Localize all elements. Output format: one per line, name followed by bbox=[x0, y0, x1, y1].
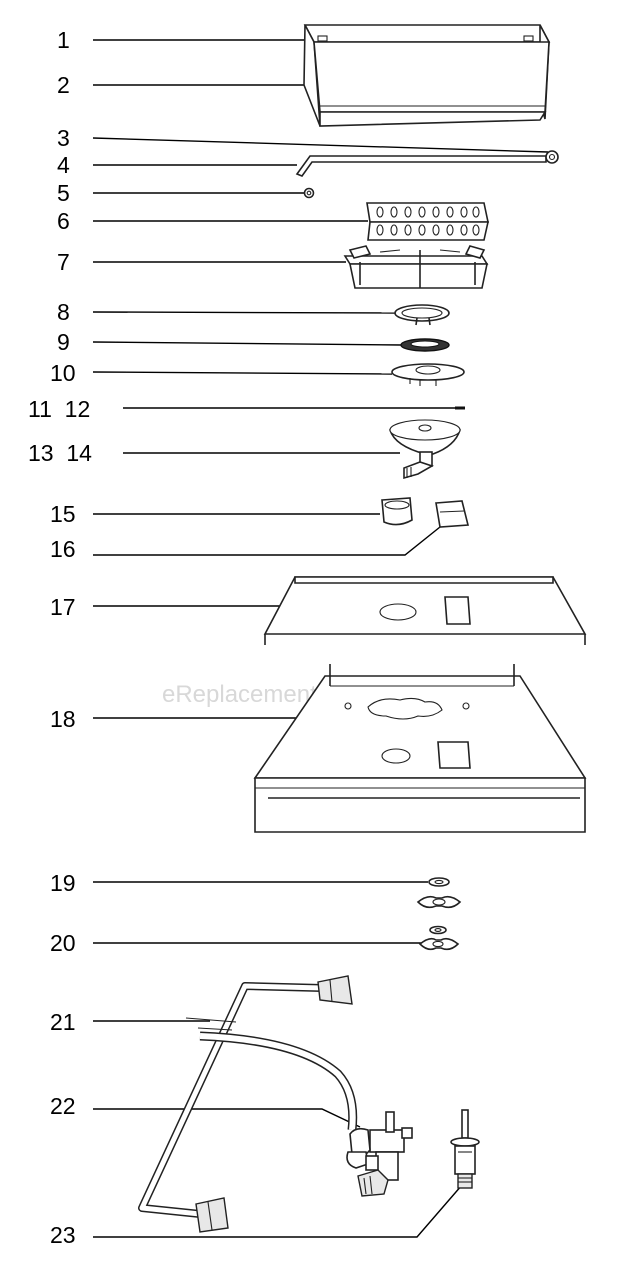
part-ring-cap bbox=[394, 304, 450, 326]
callout-19: 19 bbox=[50, 870, 76, 896]
part-small-bracket bbox=[435, 500, 470, 528]
part-burner-housing bbox=[253, 664, 587, 833]
callout-21: 21 bbox=[50, 1009, 76, 1035]
callout-20: 20 bbox=[50, 930, 76, 956]
part-rod bbox=[295, 150, 559, 177]
callout-7: 7 bbox=[57, 249, 70, 275]
leader-lines bbox=[92, 39, 549, 1238]
part-washer-wingnut-20 bbox=[418, 925, 460, 951]
callout-3: 3 bbox=[57, 125, 70, 151]
callout-22: 22 bbox=[50, 1093, 76, 1119]
callout-23: 23 bbox=[50, 1222, 76, 1248]
part-burner-plate bbox=[391, 363, 465, 386]
callout-2: 2 bbox=[57, 72, 70, 98]
part-hose-valve bbox=[199, 1031, 413, 1197]
callout-4: 4 bbox=[57, 152, 70, 178]
callout-15: 15 bbox=[50, 501, 76, 527]
callout-13-14: 13 14 bbox=[28, 440, 92, 466]
part-perforated-grate bbox=[366, 202, 489, 241]
callout-18: 18 bbox=[50, 706, 76, 732]
part-igniter bbox=[450, 1109, 480, 1189]
callout-8: 8 bbox=[57, 299, 70, 325]
part-burner-bowl bbox=[389, 419, 461, 480]
part-gas-tube bbox=[138, 975, 353, 1233]
leader-8 bbox=[92, 311, 398, 314]
callout-1: 1 bbox=[57, 27, 70, 53]
part-gasket bbox=[400, 338, 450, 352]
leader-23 bbox=[93, 1184, 463, 1238]
leader-10 bbox=[92, 371, 393, 375]
callout-11-12: 11 12 bbox=[28, 396, 90, 422]
part-pot-support bbox=[343, 245, 489, 289]
callout-17: 17 bbox=[50, 594, 76, 620]
part-clip bbox=[381, 497, 413, 526]
callout-6: 6 bbox=[57, 208, 70, 234]
part-small-nut bbox=[303, 187, 315, 199]
callout-labels: 1 2 3 4 5 6 7 8 9 10 11 12 13 14 15 16 1… bbox=[28, 27, 92, 1248]
part-heat-shield bbox=[263, 576, 587, 645]
leader-16 bbox=[93, 526, 441, 556]
leader-22 bbox=[93, 1108, 361, 1128]
leader-9 bbox=[92, 341, 403, 346]
part-washer-wingnut-19 bbox=[416, 877, 462, 909]
callout-5: 5 bbox=[57, 180, 70, 206]
leader-3 bbox=[92, 137, 549, 153]
callout-10: 10 bbox=[50, 360, 76, 386]
part-top-shield bbox=[303, 24, 551, 127]
callout-16: 16 bbox=[50, 536, 76, 562]
callout-9: 9 bbox=[57, 329, 70, 355]
